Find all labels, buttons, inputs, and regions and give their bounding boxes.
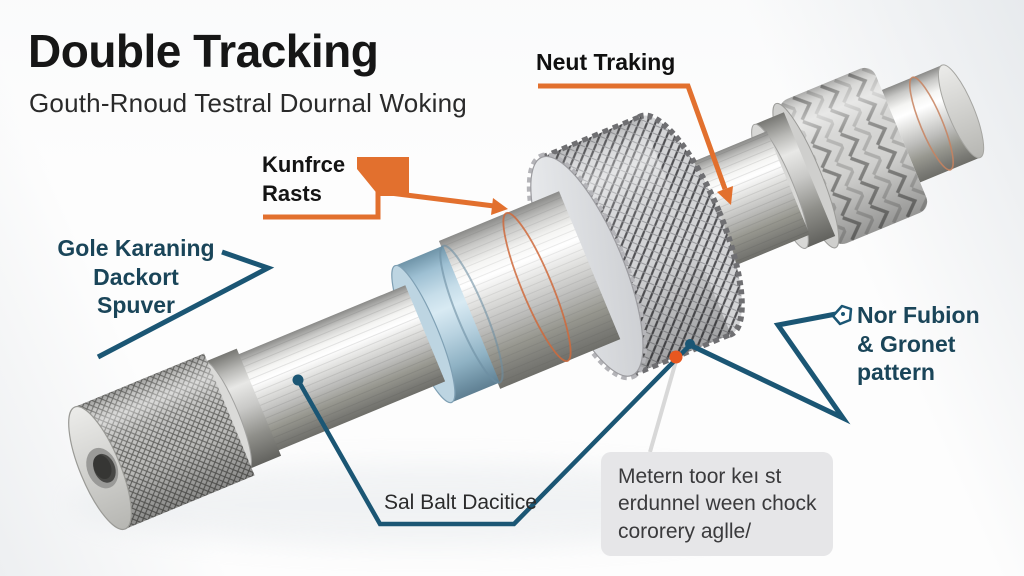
callout-kunfrce-rasts: Kunfrce Rasts: [262, 152, 346, 207]
kunfrce-arrowhead: [491, 198, 508, 215]
callout-nor-fubion: Nor Fubion & Gronet pattern: [857, 302, 980, 386]
shaft-end-stub: [881, 64, 985, 183]
blue-marker-dot: [292, 374, 304, 386]
tag-icon: [831, 304, 853, 326]
page-title: Double Tracking: [28, 25, 379, 77]
orange-ring-mark-right: [909, 76, 954, 171]
neut-arrowhead: [717, 186, 733, 205]
callout-sal-balt: Sal Balt Dacitice: [384, 491, 537, 514]
shaft-illustration: [68, 64, 985, 531]
orange-ring-mark-left: [502, 211, 572, 363]
knurled-end-knob: [68, 353, 255, 531]
flag-icon: [357, 157, 409, 196]
main-shaft: [236, 285, 446, 452]
callout-neut-traking: Neut Traking: [536, 49, 676, 75]
knurled-gear-wheel: [526, 112, 745, 381]
note-box: Metern toor keı st erdunnel ween chock c…: [601, 452, 834, 556]
sal-balt-leader: [296, 343, 692, 527]
end-face: [937, 64, 985, 159]
orange-marker-dot: [669, 350, 683, 364]
neut-leader: [538, 83, 728, 190]
page-subtitle: Gouth-Rnoud Testral Dournal Woking: [29, 88, 467, 118]
gear-serration-edges: [540, 114, 732, 378]
gole-chevron-pointer: [96, 249, 275, 360]
note-leader-line: [648, 360, 678, 453]
nor-fubion-leader: [688, 311, 851, 425]
journal-cylinder: [438, 191, 621, 389]
leader-junction-dot: [685, 339, 695, 349]
callout-gole-karaning: Gole Karaning Dackort Spuver: [57, 235, 215, 319]
